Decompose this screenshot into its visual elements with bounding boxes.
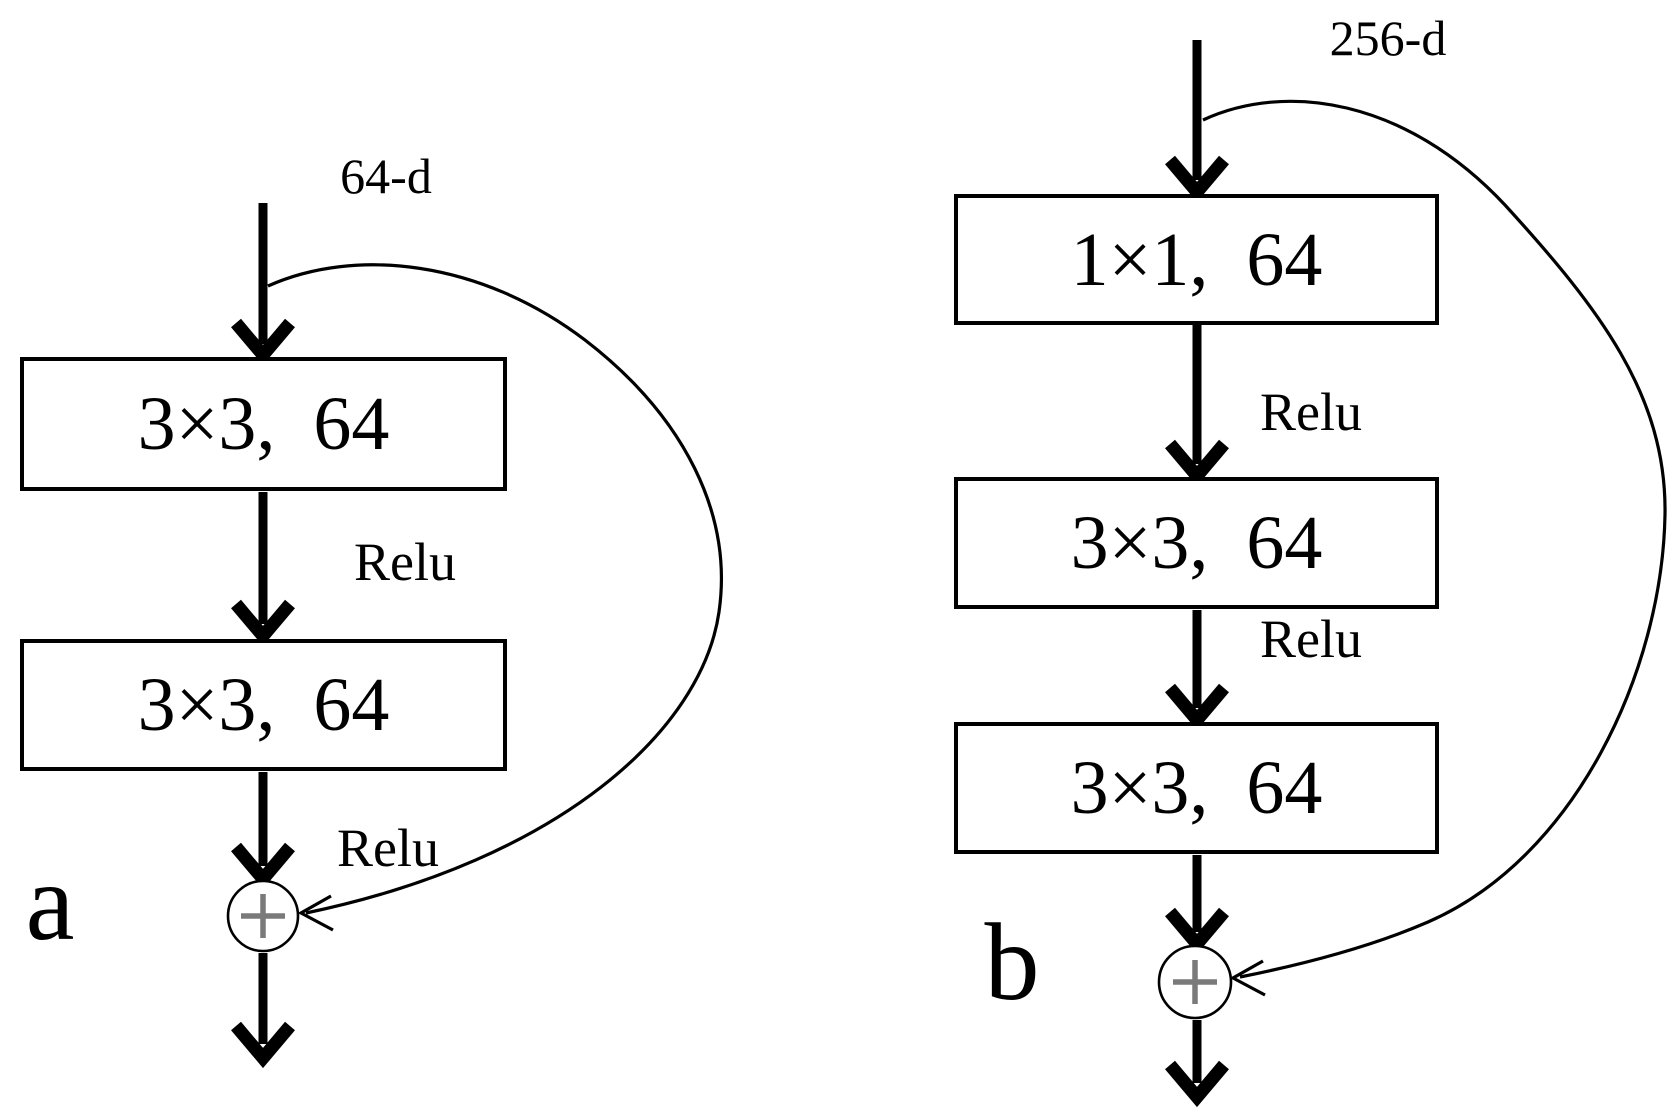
b-conv-box-1: 1×1, 64 — [954, 194, 1439, 325]
a-input-arrowhead-icon — [231, 318, 295, 366]
b-relu-label-1: Relu — [1260, 382, 1362, 442]
a-arrow3-head-icon — [231, 842, 295, 890]
a-conv-box-2: 3×3, 64 — [20, 639, 507, 771]
b-arrow2-head-icon — [1165, 439, 1229, 487]
diagram-a-arrows — [226, 203, 723, 1069]
diagram-b-arrows — [1157, 40, 1667, 1108]
b-arrow3-head-icon — [1165, 683, 1229, 731]
a-arrow2-head-icon — [231, 599, 295, 647]
a-relu-label-1: Relu — [354, 532, 456, 592]
b-relu-label-2: Relu — [1260, 609, 1362, 669]
a-skip-connection-curve — [267, 263, 723, 915]
a-plus-icon — [241, 894, 285, 938]
b-caption: b — [984, 901, 1040, 1023]
b-skip-connection-curve — [1202, 99, 1667, 979]
b-plus-icon — [1173, 960, 1217, 1004]
a-conv-box-1: 3×3, 64 — [20, 357, 507, 491]
a-caption: a — [25, 841, 75, 963]
b-input-arrowhead-icon — [1165, 155, 1229, 203]
a-relu-label-2: Relu — [337, 818, 439, 878]
b-skip-arrowhead-icon — [1229, 959, 1266, 997]
b-conv-box-2: 3×3, 64 — [954, 477, 1439, 609]
b-conv-box-3: 3×3, 64 — [954, 722, 1439, 854]
a-output-arrowhead-icon — [231, 1021, 295, 1069]
b-output-arrowhead-icon — [1165, 1060, 1229, 1108]
b-input-dim-label: 256-d — [1329, 10, 1447, 66]
a-input-dim-label: 64-d — [340, 148, 432, 204]
b-arrow4-head-icon — [1165, 907, 1229, 955]
a-skip-arrowhead-icon — [297, 894, 334, 932]
